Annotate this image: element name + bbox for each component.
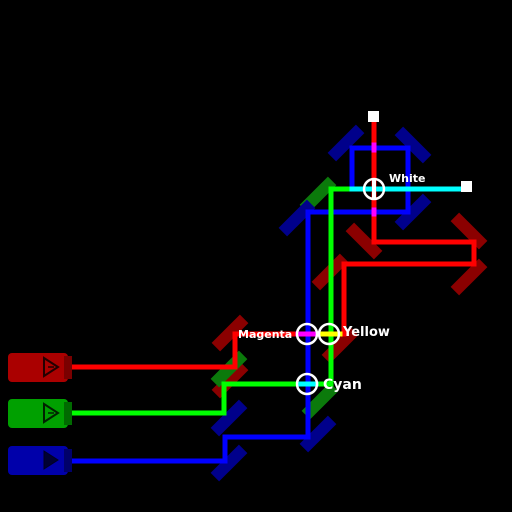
red-mirror[interactable]	[450, 258, 488, 296]
blue-beam	[69, 145, 411, 464]
blue-mirror[interactable]	[394, 193, 432, 231]
blue-mirror[interactable]	[210, 399, 248, 437]
green-mirror[interactable]	[301, 382, 339, 420]
target-label-yellow: Yellow	[342, 325, 390, 340]
target-label-white: White	[389, 172, 425, 185]
red-laser-emitter-icon	[43, 356, 60, 378]
blue-mirror[interactable]	[327, 124, 365, 162]
red-mirror[interactable]	[211, 314, 249, 352]
red-laser-emitter[interactable]	[8, 353, 72, 382]
blue-mirror[interactable]	[299, 415, 337, 453]
red-mirror[interactable]	[450, 212, 488, 250]
target-ring-icon	[362, 177, 386, 201]
target-ring-icon	[317, 322, 341, 346]
blue-mirror[interactable]	[394, 126, 432, 164]
red-beam	[69, 119, 477, 370]
laser-emitters	[8, 353, 72, 475]
target-label-cyan: Cyan	[323, 377, 362, 393]
targets	[295, 177, 386, 396]
target-ring-icon	[295, 372, 319, 396]
blue-laser-emitter-icon	[43, 450, 59, 470]
goal-square-icon	[368, 111, 379, 122]
green-beam	[69, 186, 355, 416]
beams	[69, 119, 477, 464]
blue-laser-emitter[interactable]	[8, 446, 72, 475]
red-mirror[interactable]	[345, 222, 383, 260]
target-ring-icon	[295, 322, 319, 346]
blue-mirror[interactable]	[278, 199, 316, 237]
red-mirror[interactable]	[211, 361, 249, 399]
goal-square-icon	[461, 181, 472, 192]
green-laser-emitter-icon	[43, 402, 60, 424]
target-label-magenta: Magenta	[238, 328, 292, 341]
blue-mirror[interactable]	[210, 444, 248, 482]
green-laser-emitter[interactable]	[8, 399, 72, 428]
